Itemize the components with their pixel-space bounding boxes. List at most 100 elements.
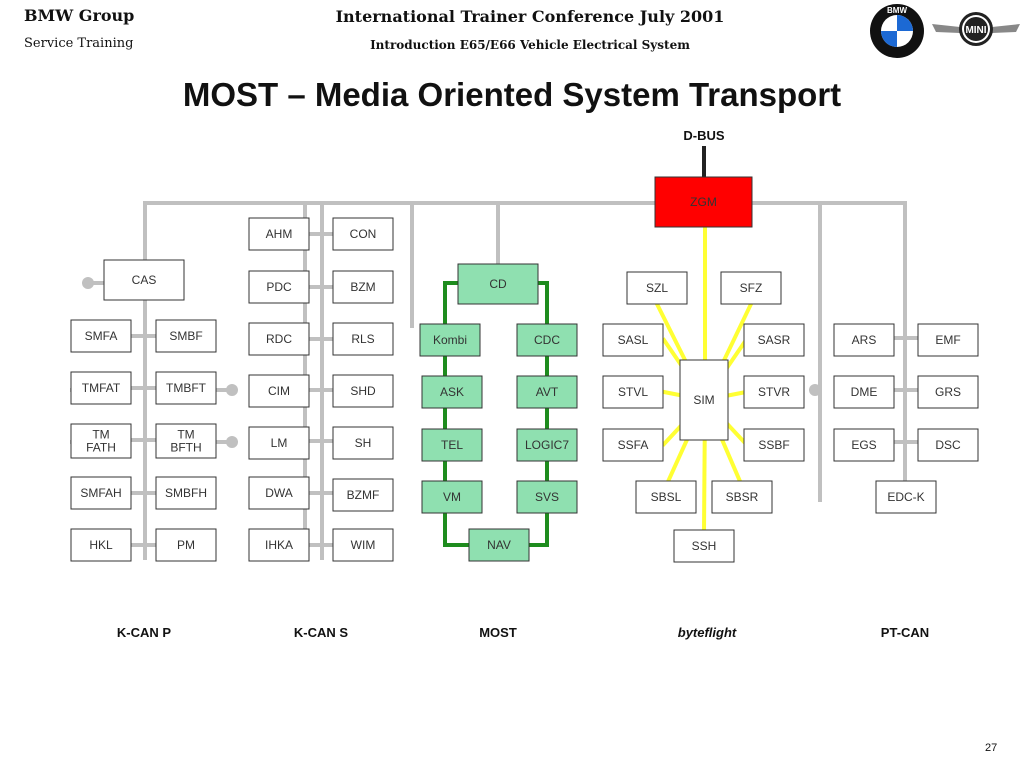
bmw-logo-icon: BMW	[870, 4, 924, 58]
ecu-ihka[interactable]: IHKA	[248, 528, 310, 562]
header-company: BMW Group	[24, 6, 135, 25]
mini-logo-lettering: MINI	[965, 25, 986, 36]
ecu-rdc[interactable]: RDC	[248, 322, 310, 356]
ecu-label: LM	[271, 436, 288, 450]
ecu-label: SSH	[692, 539, 717, 553]
bus-label-most: MOST	[479, 625, 517, 640]
ecu-label: WIM	[351, 538, 376, 552]
ecu-label: CAS	[132, 273, 157, 287]
ecu-rls[interactable]: RLS	[332, 322, 394, 356]
ecu-ssbf[interactable]: SSBF	[743, 428, 805, 462]
ecu-ahm[interactable]: AHM	[248, 217, 310, 251]
ecu-label: CD	[489, 277, 507, 291]
page-number: 27	[985, 742, 998, 754]
ecu-grs[interactable]: GRS	[917, 375, 979, 409]
ecu-dsc[interactable]: DSC	[917, 428, 979, 462]
ecu-ssh[interactable]: SSH	[673, 529, 735, 563]
ecu-cas[interactable]: CAS	[103, 259, 185, 301]
ecu-sasl[interactable]: SASL	[602, 323, 664, 357]
ecu-label: BZMF	[347, 488, 380, 502]
ecu-stvl[interactable]: STVL	[602, 375, 664, 409]
ecu-bzmf[interactable]: BZMF	[332, 478, 394, 512]
ecu-cdc[interactable]: CDC	[516, 323, 578, 357]
ecu-label: EMF	[935, 333, 960, 347]
ecu-vm[interactable]: VM	[421, 480, 483, 514]
ecu-emf[interactable]: EMF	[917, 323, 979, 357]
ecu-label: SASR	[758, 333, 791, 347]
ecu-label: Kombi	[433, 333, 467, 347]
ecu-dwa[interactable]: DWA	[248, 476, 310, 510]
ecu-label: TMBFT	[166, 381, 207, 395]
ecu-hkl[interactable]: HKL	[70, 528, 132, 562]
header-topic: Introduction E65/E66 Vehicle Electrical …	[370, 38, 690, 52]
ecu-szl[interactable]: SZL	[626, 271, 688, 305]
ecu-egs[interactable]: EGS	[833, 428, 895, 462]
ecu-nav[interactable]: NAV	[468, 528, 530, 562]
ecu-sbsr[interactable]: SBSR	[711, 480, 773, 514]
ecu-label: CDC	[534, 333, 560, 347]
ecu-stvr[interactable]: STVR	[743, 375, 805, 409]
ecu-label: SSFA	[618, 438, 649, 452]
ecu-wim[interactable]: WIM	[332, 528, 394, 562]
ecu-label: GRS	[935, 385, 961, 399]
ecu-bzm[interactable]: BZM	[332, 270, 394, 304]
ecu-cim[interactable]: CIM	[248, 374, 310, 408]
ecu-shd[interactable]: SHD	[332, 374, 394, 408]
ecu-label: EGS	[851, 438, 876, 452]
dbus-label: D-BUS	[683, 128, 724, 143]
ecu-sasr[interactable]: SASR	[743, 323, 805, 357]
ecu-ssfa[interactable]: SSFA	[602, 428, 664, 462]
ecu-label: NAV	[487, 538, 511, 552]
bus-label-kcan-s: K-CAN S	[293, 625, 349, 640]
ecu-label: BZM	[350, 280, 375, 294]
ecu-label: PM	[177, 538, 195, 552]
ecu-ars[interactable]: ARS	[833, 323, 895, 357]
ecu-label: STVL	[618, 385, 648, 399]
ecu-ask[interactable]: ASK	[421, 375, 483, 409]
ecu-label: ZGM	[690, 195, 717, 209]
ecu-logic7[interactable]: LOGIC7	[516, 428, 578, 462]
ecu-label: SVS	[535, 490, 559, 504]
bus-terminal-dot	[809, 384, 821, 396]
ecu-smbfh[interactable]: SMBFH	[155, 476, 217, 510]
ecu-tmfat[interactable]: TMFAT	[70, 371, 132, 405]
ecu-edck[interactable]: EDC-K	[875, 480, 937, 514]
ecu-sh[interactable]: SH	[332, 426, 394, 460]
header-department: Service Training	[24, 36, 134, 51]
ecu-dme[interactable]: DME	[833, 375, 895, 409]
ecu-label: RDC	[266, 332, 292, 346]
ecu-label: SSBF	[758, 438, 789, 452]
ecu-tmbft[interactable]: TMBFT	[155, 371, 217, 405]
ecu-smfa[interactable]: SMFA	[70, 319, 132, 353]
ecu-lm[interactable]: LM	[248, 426, 310, 460]
ecu-svs[interactable]: SVS	[516, 480, 578, 514]
ecu-label: ARS	[852, 333, 877, 347]
ecu-label: TEL	[441, 438, 463, 452]
ecu-label: SZL	[646, 281, 668, 295]
ecu-zgm[interactable]: ZGM	[654, 176, 753, 228]
ecu-smbf[interactable]: SMBF	[155, 319, 217, 353]
ecu-label: CIM	[268, 384, 290, 398]
ecu-sbsl[interactable]: SBSL	[635, 480, 697, 514]
ecu-avt[interactable]: AVT	[516, 375, 578, 409]
ecu-label: LOGIC7	[525, 438, 569, 452]
ecu-cd[interactable]: CD	[457, 263, 539, 305]
ecu-label: TMFAT	[82, 381, 121, 395]
ecu-sim[interactable]: SIM	[679, 359, 729, 441]
ecu-label: SIM	[693, 393, 714, 407]
page-title: MOST – Media Oriented System Transport	[182, 76, 842, 113]
ecu-sfz[interactable]: SFZ	[720, 271, 782, 305]
ecu-pdc[interactable]: PDC	[248, 270, 310, 304]
ecu-smfah[interactable]: SMFAH	[70, 476, 132, 510]
ecu-tel[interactable]: TEL	[421, 428, 483, 462]
ecu-kombi[interactable]: Kombi	[419, 323, 481, 357]
ecu-label: SMFAH	[80, 486, 121, 500]
ecu-con[interactable]: CON	[332, 217, 394, 251]
ecu-pm[interactable]: PM	[155, 528, 217, 562]
bus-label-kcan-p: K-CAN P	[116, 625, 172, 640]
ecu-label: BFTH	[170, 441, 201, 455]
ecu-label: IHKA	[265, 538, 293, 552]
ecu-label: DSC	[935, 438, 961, 452]
